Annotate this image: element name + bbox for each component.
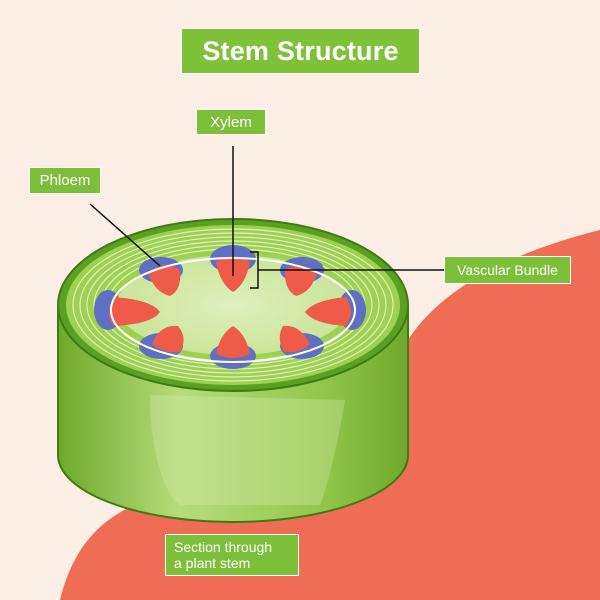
vascular-bundle-label: Vascular Bundle: [444, 256, 571, 284]
xylem-patch: [109, 297, 160, 326]
section-caption-line1: Section through: [174, 539, 273, 555]
vascular-bundle: [139, 257, 183, 296]
xylem-patch: [284, 265, 317, 296]
page-title: Stem Structure: [181, 28, 420, 74]
xylem-patch: [305, 297, 351, 326]
phloem-label: Phloem: [29, 167, 101, 194]
xylem-patch: [279, 325, 310, 353]
vascular-bundle: [305, 290, 366, 330]
stem-cylinder: [57, 218, 409, 523]
xylem-label: Xylem: [196, 109, 266, 135]
stem-side-highlight: [150, 395, 345, 505]
vascular-bundle: [139, 325, 184, 359]
vascular-bundle: [94, 290, 160, 330]
xylem-patch: [152, 325, 184, 353]
vascular-bundle: [279, 325, 324, 359]
section-caption-line2: a plant stem: [174, 555, 251, 571]
annotation-lines: [89, 146, 444, 289]
xylem-patch: [148, 265, 181, 296]
xylem-patch: [216, 326, 250, 358]
phloem-pointer: [89, 203, 161, 267]
vascular-bundles: [94, 245, 366, 369]
section-caption: Section through a plant stem: [165, 534, 299, 576]
